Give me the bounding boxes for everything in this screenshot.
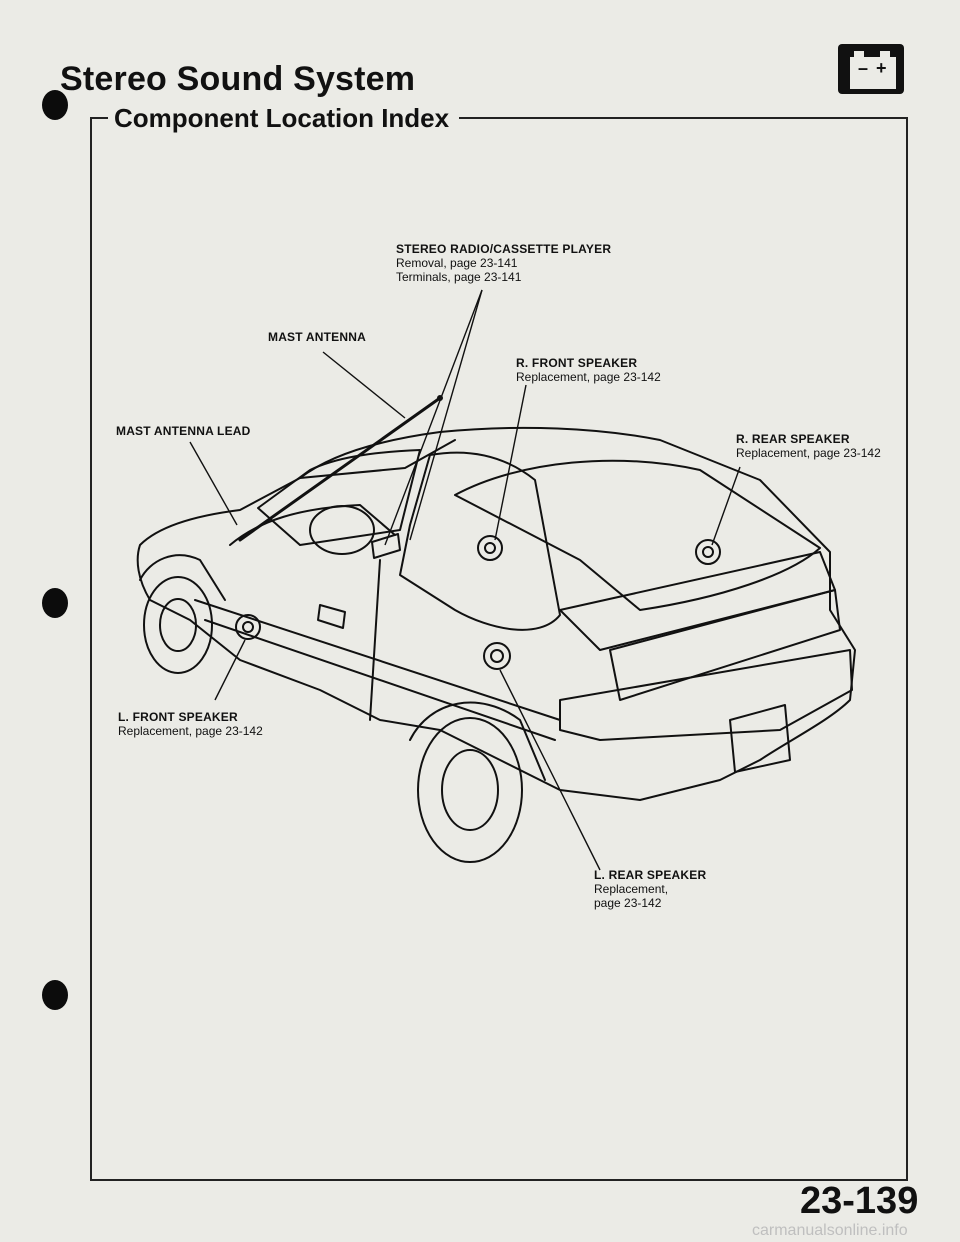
leader-antenna-lead (189, 441, 238, 526)
dashboard (229, 504, 396, 546)
label-l-front-speaker: L. FRONT SPEAKER Replacement, page 23-14… (118, 710, 263, 738)
front-wheel (143, 576, 213, 674)
leader-radio (384, 289, 483, 546)
door-line (369, 559, 381, 721)
label-mast-antenna: MAST ANTENNA (268, 330, 366, 344)
binder-hole (42, 980, 68, 1010)
label-radio: STEREO RADIO/CASSETTE PLAYER Removal, pa… (396, 242, 612, 284)
door-handle (317, 604, 346, 629)
r-front-speaker-mark (477, 535, 503, 561)
page-number: 23-139 (800, 1180, 919, 1222)
section-frame (90, 117, 908, 1181)
front-wheel-arch (139, 554, 226, 601)
steering-wheel (309, 505, 375, 555)
r-rear-speaker-mark (695, 539, 721, 565)
front-wheel-hub (159, 598, 197, 652)
leader-r-front-speaker (494, 384, 527, 541)
rear-hatch-glass (454, 459, 821, 611)
label-r-front-speaker: R. FRONT SPEAKER Replacement, page 23-14… (516, 356, 661, 384)
binder-hole (42, 588, 68, 618)
leader-mast-antenna (322, 351, 406, 419)
radio-unit (371, 533, 401, 559)
side-window (399, 451, 561, 631)
car-roof-line (299, 439, 456, 479)
label-r-rear-speaker: R. REAR SPEAKER Replacement, page 23-142 (736, 432, 881, 460)
rear-wheel (417, 717, 523, 863)
mast-antenna (238, 396, 442, 542)
battery-icon: –+ (838, 44, 904, 94)
leader-r-rear-speaker (711, 466, 741, 546)
rear-bumper (559, 649, 853, 741)
page-title: Stereo Sound System (60, 60, 416, 98)
side-trim (194, 599, 561, 721)
leader-radio-2 (409, 289, 483, 541)
watermark-url: carmanualsonline.info (752, 1222, 908, 1239)
l-front-speaker-mark (235, 614, 261, 640)
section-heading: Component Location Index (108, 103, 460, 134)
leader-l-front-speaker (214, 639, 246, 701)
label-mast-antenna-lead: MAST ANTENNA LEAD (116, 424, 251, 438)
leader-l-rear-speaker (499, 669, 601, 871)
rear-wheel-arch (409, 701, 546, 781)
side-trim (204, 619, 556, 741)
rear-wheel-hub (441, 749, 499, 831)
windshield (257, 449, 421, 546)
label-l-rear-speaker: L. REAR SPEAKER Replacement, page 23-142 (594, 868, 707, 910)
tail-light-panel (609, 589, 841, 701)
l-rear-speaker-mark (483, 642, 511, 670)
binder-hole (42, 90, 68, 120)
license-plate (729, 704, 791, 773)
